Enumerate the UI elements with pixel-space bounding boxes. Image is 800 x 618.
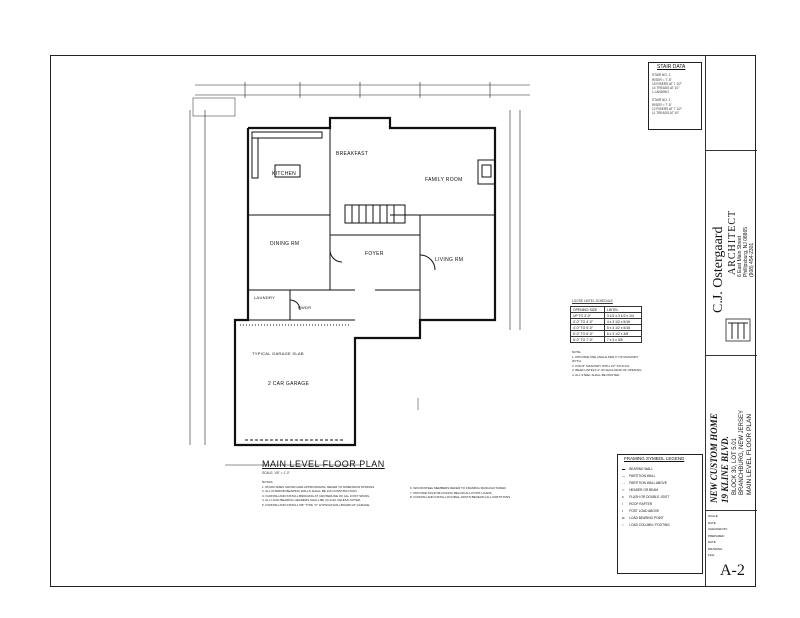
- architect-phone: (908) 454-2301: [749, 242, 755, 277]
- room-label-garage-slab: TYPICAL GARAGE SLAB: [252, 351, 304, 356]
- list-item: ▬BEARING WALL: [620, 465, 672, 472]
- room-label-breakfast: BREAKFAST: [336, 151, 369, 157]
- legend-item-label: POST LOAD ABOVE: [629, 508, 660, 513]
- legend-item-label: FLUSH OR DOUBLE JOIST: [629, 494, 670, 499]
- project-block-lot: BLOCK 30, LOT 5.01: [732, 438, 738, 495]
- sheet-field-label: DRAWING: [708, 546, 723, 551]
- sheet-field-label: DATE: [708, 520, 716, 525]
- legend-item-label: PARTITION WALL: [629, 473, 656, 478]
- stair-no1-line: 15 RISERS AT 7 1/2": [652, 82, 682, 86]
- divider: [706, 355, 757, 356]
- sheet-field-label: DATE: [708, 540, 716, 544]
- architect-name: C.J. Ostergaard: [711, 226, 726, 313]
- list-item: ○LOAD COLUMN / FOOTING: [622, 522, 670, 527]
- stair-no2-line: 11 TREADS AT 10": [652, 111, 680, 115]
- architect-logo-icon: [725, 318, 751, 342]
- revisions-area: [706, 55, 757, 151]
- legend-table: ▬BEARING WALL —PARTITION WALL - -PARTITI…: [620, 465, 672, 528]
- stair-no1-line: 14 TREADS AT 10": [652, 86, 680, 90]
- stair-data-title: STAIR DATA: [657, 64, 686, 70]
- room-label-family: FAMILY ROOM: [425, 177, 463, 183]
- stair-no2-line: 12 RISERS AT 7 1/2": [652, 107, 682, 111]
- framing-legend-box: FRAMING SYMBOL LEGEND ▬BEARING WALL —PAR…: [617, 454, 703, 574]
- list-item: —PARTITION WALL: [620, 472, 672, 479]
- list-item: - -PARTITION WALL ABOVE: [620, 479, 672, 486]
- legend-item-label: LOAD BEARING POINT: [629, 515, 664, 520]
- lintel-schedule-title: LOOSE LINTEL SCHEDULE: [572, 299, 613, 303]
- room-label-garage: 2 CAR GARAGE: [268, 381, 310, 387]
- room-label-kitchen: KITCHEN: [272, 171, 297, 177]
- drawing-scale: SCALE: 1/8" = 1'-0": [262, 471, 290, 475]
- stair-no2-label: STAIR NO. 2: [652, 98, 671, 102]
- drawing-sheet-border: [50, 55, 756, 587]
- stair-no2-line: RISER = 7'-5": [652, 103, 672, 107]
- project-town: BRANCHBURG, NEW JERSEY: [739, 409, 745, 495]
- divider: [706, 510, 757, 511]
- table-cell: 6'-0" TO 7'-0": [570, 336, 605, 343]
- sheet-number: A-2: [720, 562, 745, 579]
- drawing-title: MAIN LEVEL FLOOR PLAN: [262, 459, 385, 469]
- legend-item-label: HEADER OR BEAM: [629, 487, 659, 492]
- list-item: ═HEADER OR BEAM: [620, 486, 672, 493]
- room-label-dining: DINING RM: [270, 241, 300, 247]
- room-label-foyer: FOYER: [365, 251, 384, 257]
- room-label-laundry: LAUNDRY: [254, 295, 276, 300]
- legend-item-label: ROOF RAFTER: [629, 501, 653, 506]
- general-notes-right: 6. WOOD/STEEL MEMBERS REFER TO FRAMING M…: [410, 486, 511, 500]
- title-block: C.J. Ostergaard ARCHITECT 6 East Main St…: [705, 55, 757, 587]
- room-label-powder: PWDR: [298, 305, 312, 310]
- legend-title: FRAMING SYMBOL LEGEND: [624, 456, 685, 461]
- general-notes-left: NOTES: 1. ROOM SIZES SHOWN ARE APPROXIMA…: [262, 480, 376, 507]
- table-cell: 7 x 4 x 3/8: [603, 336, 643, 343]
- sheet-field-label: FILE: [708, 553, 715, 557]
- stair-no1-line: 1 LANDING: [652, 90, 669, 94]
- legend-item-label: PARTITION WALL ABOVE: [629, 480, 667, 485]
- lintel-schedule-table: OPENING SIZE LINTEL UP TO 3'-0"3 1/2 x 3…: [570, 306, 643, 343]
- project-name: NEW CUSTOM HOME: [709, 413, 719, 503]
- sheet-field-label: PREPARED: [708, 533, 725, 538]
- sheet-field-label: CHECKED BY: [708, 527, 728, 531]
- list-item: ▪POST LOAD ABOVE: [620, 507, 672, 514]
- legend-item-label: LOAD COLUMN / FOOTING: [629, 522, 670, 527]
- table-row: 6'-0" TO 7'-0"7 x 4 x 3/8: [570, 336, 643, 343]
- sheet-field-label: SCALE: [708, 514, 718, 518]
- lintel-notes: NOTE: 1. PROVIDE ONE ANGLE PER 4" OF MAS…: [572, 350, 643, 377]
- project-address: 19 KLINE BLVD.: [720, 436, 730, 503]
- room-label-living: LIVING RM: [435, 257, 464, 263]
- list-item: /ROOF RAFTER: [620, 500, 672, 507]
- list-item: ⊠LOAD BEARING POINT: [620, 514, 672, 521]
- list-item: ≡FLUSH OR DOUBLE JOIST: [620, 493, 672, 500]
- sheet-info-fields: SCALE DATE CHECKED BY PREPARED DATE DRAW…: [708, 513, 728, 559]
- project-sheet-title: MAIN LEVEL FLOOR PLAN: [746, 413, 753, 495]
- stair-no1-label: STAIR NO. 1: [652, 73, 671, 77]
- legend-item-label: BEARING WALL: [629, 466, 653, 471]
- stair-data-box: STAIR DATA STAIR NO. 1 RISER = 7'-5" 15 …: [648, 62, 702, 130]
- stair-no1-line: RISER = 7'-5": [652, 78, 672, 82]
